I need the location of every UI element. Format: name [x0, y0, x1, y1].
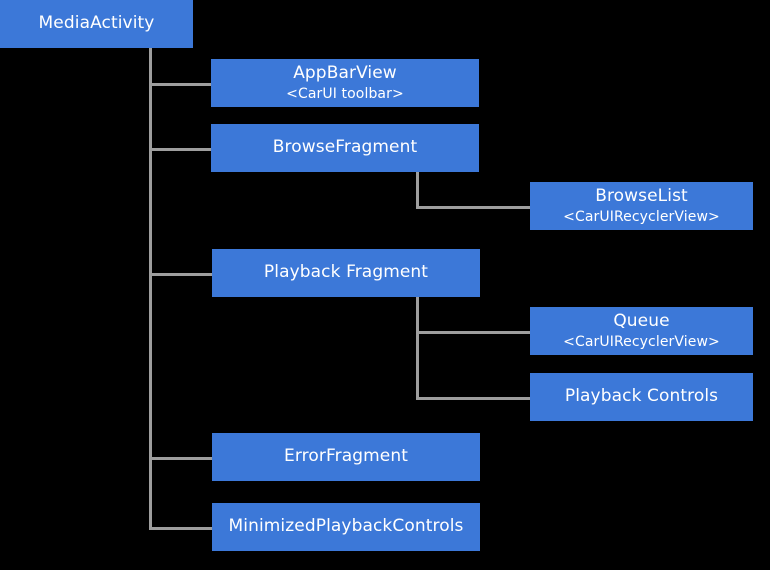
node-playback-fragment[interactable]: Playback Fragment [212, 249, 480, 297]
node-title: ErrorFragment [284, 446, 408, 467]
node-minimized-playback-controls[interactable]: MinimizedPlaybackControls [212, 503, 480, 551]
connector-branch-playback [149, 273, 212, 276]
connector-branch-error [149, 457, 212, 460]
node-subtitle: <CarUI toolbar> [286, 85, 404, 102]
node-title: BrowseFragment [272, 137, 418, 158]
node-app-bar-view[interactable]: AppBarView<CarUI toolbar> [211, 59, 479, 107]
connector-trunk-browse [416, 172, 419, 207]
connector-branch-browselist [416, 206, 530, 209]
node-subtitle: <CarUIRecyclerView> [563, 333, 720, 350]
node-queue[interactable]: Queue<CarUIRecyclerView> [530, 307, 753, 355]
node-title: Playback Fragment [263, 262, 429, 283]
node-title: BrowseList [595, 186, 688, 207]
node-title: MediaActivity [38, 13, 155, 34]
connector-trunk-playback [416, 297, 419, 400]
node-browse-fragment[interactable]: BrowseFragment [211, 124, 479, 172]
node-title: Playback Controls [564, 386, 719, 407]
node-subtitle: <CarUIRecyclerView> [563, 208, 720, 225]
node-title: Queue [613, 311, 670, 332]
node-media-activity[interactable]: MediaActivity [0, 0, 193, 48]
node-title: AppBarView [293, 63, 397, 84]
connector-branch-appbar [149, 83, 211, 86]
connector-branch-browse [149, 148, 211, 151]
connector-branch-minimized [149, 527, 212, 530]
node-playback-controls[interactable]: Playback Controls [530, 373, 753, 421]
connector-branch-pbcontrols [416, 397, 530, 400]
node-title: MinimizedPlaybackControls [228, 516, 464, 537]
node-browse-list[interactable]: BrowseList<CarUIRecyclerView> [530, 182, 753, 230]
node-error-fragment[interactable]: ErrorFragment [212, 433, 480, 481]
connector-branch-queue [416, 331, 530, 334]
connector-trunk-main [149, 48, 152, 527]
